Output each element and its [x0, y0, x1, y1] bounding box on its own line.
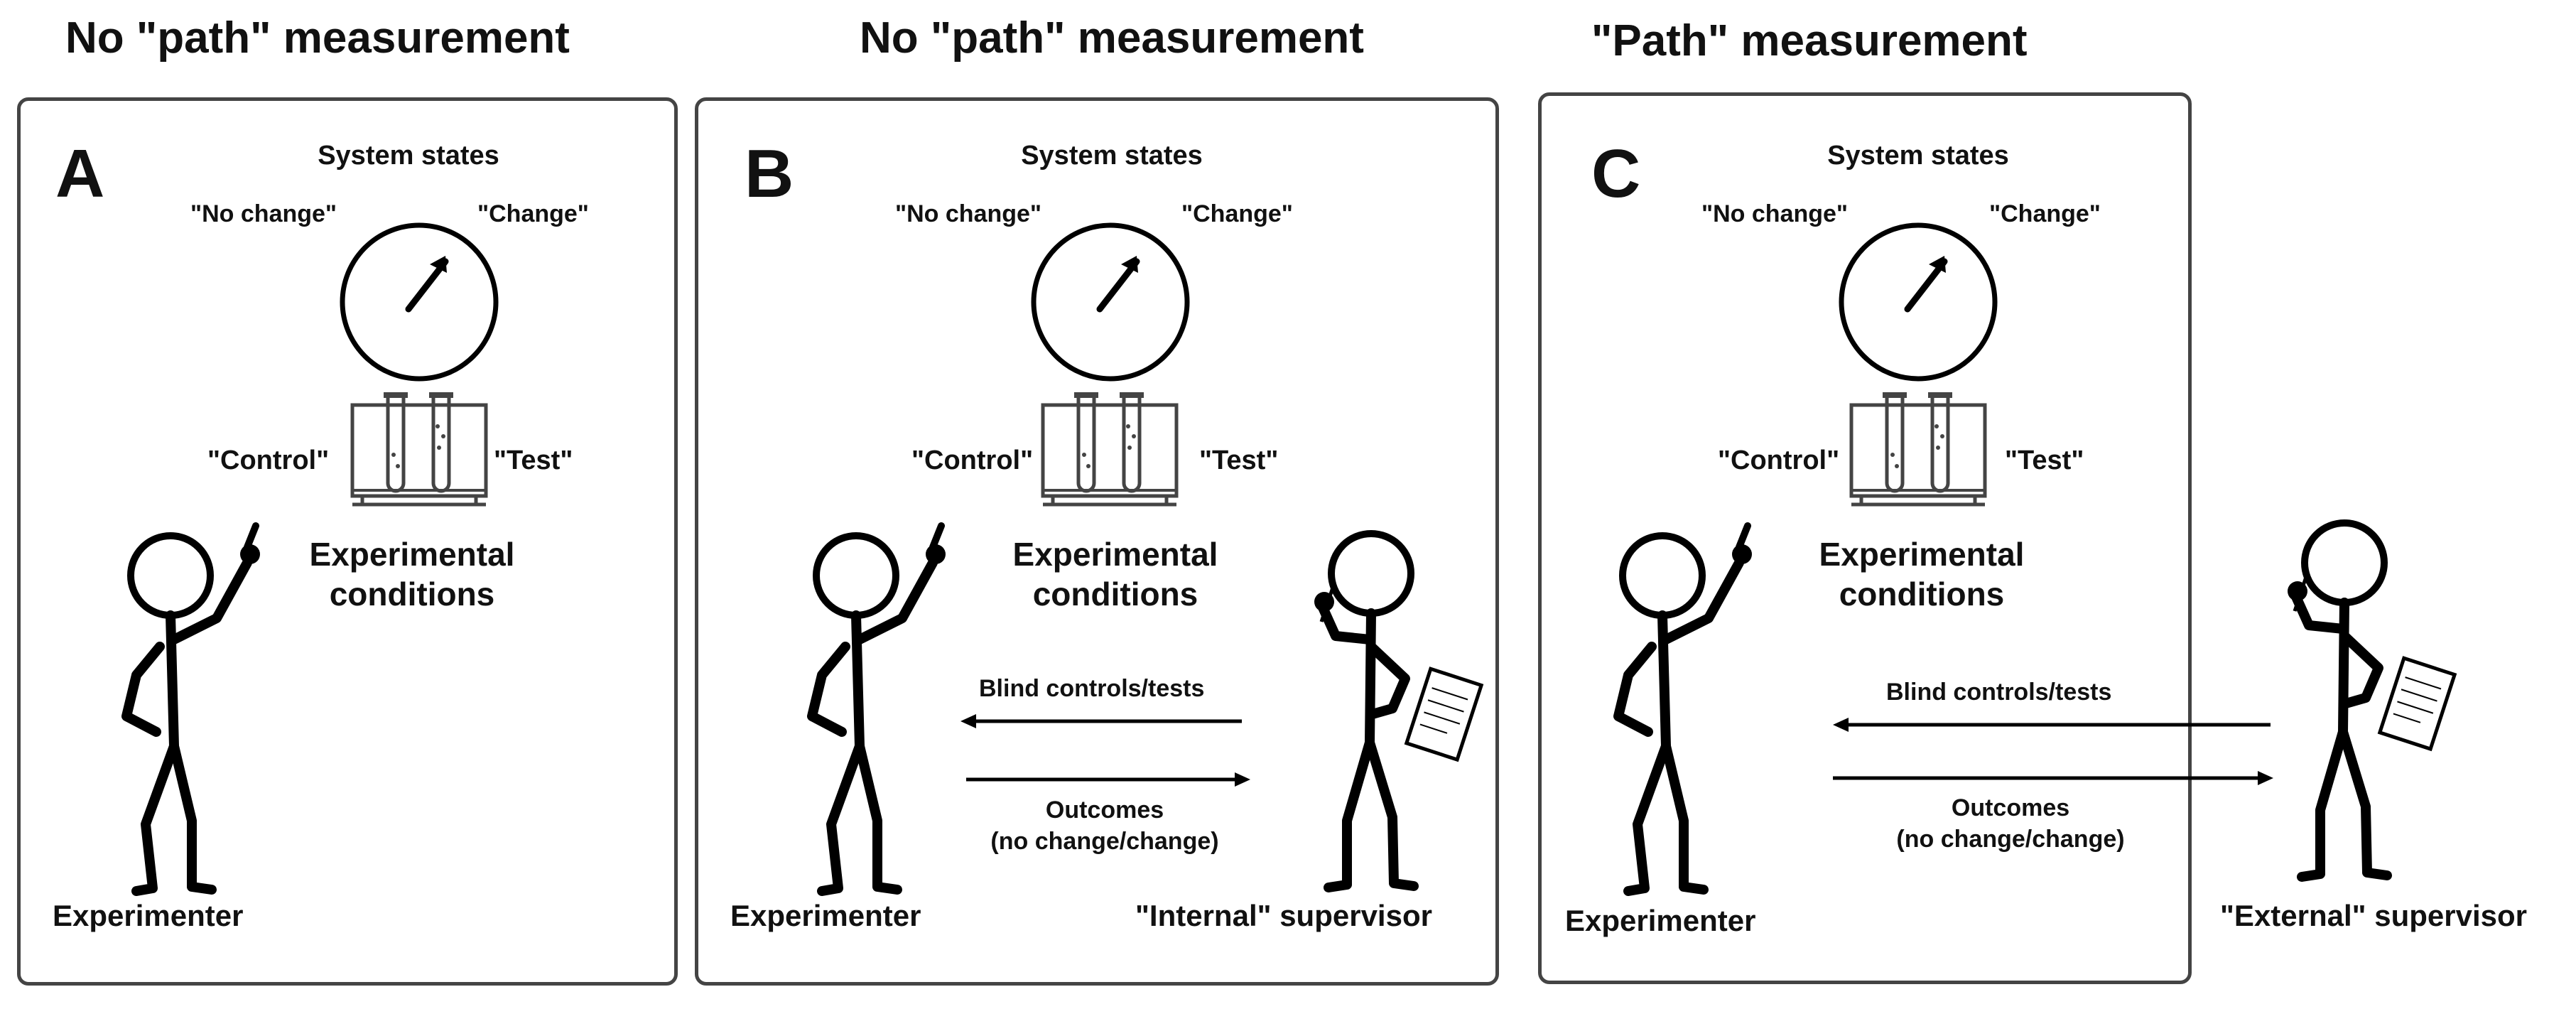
- test-tube-rack-icon: [1849, 392, 1987, 507]
- panel-a-letter: A: [55, 136, 105, 212]
- arrow-left-icon: [960, 714, 1242, 728]
- arrow-right-icon: [1833, 771, 2273, 785]
- panel-b-no-change-label: "No change": [895, 200, 1042, 227]
- panel-b-outcomes-line2: (no change/change): [990, 828, 1219, 855]
- panel-b-conditions-line1: Experimental: [1012, 536, 1218, 573]
- gauge-dial-icon: [1839, 222, 1998, 382]
- panel-a-change-label: "Change": [477, 200, 589, 227]
- panel-b-system-states: System states: [1021, 141, 1203, 171]
- panel-a-conditions-line1: Experimental: [309, 536, 515, 573]
- heading-panel-c: "Path" measurement: [1591, 16, 2028, 65]
- panel-c-experimenter-label: Experimenter: [1565, 904, 1756, 937]
- panel-c-outcomes-line2: (no change/change): [1896, 826, 2125, 853]
- arrow-left-icon: [1833, 718, 2271, 732]
- test-tube-rack-icon: [1041, 392, 1179, 507]
- panel-b-control-label: "Control": [911, 446, 1034, 475]
- panel-a-test-label: "Test": [494, 446, 573, 475]
- heading-panel-a: No "path" measurement: [65, 14, 570, 63]
- panel-a-control-label: "Control": [207, 446, 330, 475]
- panel-c-outcomes-line1: Outcomes: [1951, 794, 2070, 821]
- panel-c-letter: C: [1591, 136, 1641, 212]
- supervisor-figure-b: [1314, 530, 1484, 892]
- panel-b-change-label: "Change": [1181, 200, 1293, 227]
- panel-a-no-change-label: "No change": [190, 200, 337, 227]
- panel-c-control-label: "Control": [1718, 446, 1840, 475]
- gauge-dial-icon: [1031, 222, 1190, 382]
- panel-c-test-label: "Test": [2005, 446, 2084, 475]
- panel-a-conditions-label: Experimental conditions: [310, 534, 515, 614]
- supervisor-figure-c: [2288, 519, 2457, 882]
- panel-a-experimenter-label: Experimenter: [53, 899, 244, 932]
- panel-c-supervisor-label: "External" supervisor: [2220, 899, 2527, 932]
- heading-panel-b: No "path" measurement: [860, 14, 1364, 63]
- gauge-dial-icon: [340, 222, 499, 382]
- panel-c-conditions-line2: conditions: [1839, 576, 2005, 613]
- panel-c-conditions-label: Experimental conditions: [1819, 534, 2025, 614]
- panel-b-test-label: "Test": [1199, 446, 1279, 475]
- panel-b-blind-label: Blind controls/tests: [979, 675, 1205, 702]
- panel-b-supervisor-label: "Internal" supervisor: [1135, 899, 1432, 932]
- panel-c-blind-label: Blind controls/tests: [1886, 679, 2112, 706]
- panel-a: [17, 97, 678, 986]
- arrow-right-icon: [966, 772, 1250, 787]
- panel-b-outcomes-label: Outcomes (no change/change): [990, 794, 1218, 857]
- test-tube-rack-icon: [350, 392, 488, 507]
- panel-c-system-states: System states: [1827, 141, 2009, 171]
- experimenter-figure-a: [121, 522, 260, 896]
- panel-b-outcomes-line1: Outcomes: [1045, 797, 1164, 824]
- panel-b-conditions-label: Experimental conditions: [1013, 534, 1218, 614]
- panel-b-conditions-line2: conditions: [1032, 576, 1198, 613]
- panel-a-conditions-line2: conditions: [329, 576, 495, 613]
- panel-a-system-states: System states: [318, 141, 499, 171]
- panel-c-change-label: "Change": [1989, 200, 2101, 227]
- panel-c-conditions-line1: Experimental: [1819, 536, 2025, 573]
- panel-c-outcomes-label: Outcomes (no change/change): [1896, 792, 2124, 855]
- panel-b-experimenter-label: Experimenter: [730, 899, 921, 932]
- experimenter-figure-c: [1613, 522, 1752, 896]
- panel-c-no-change-label: "No change": [1701, 200, 1849, 227]
- experimenter-figure-b: [807, 522, 946, 896]
- panel-b-letter: B: [745, 136, 794, 212]
